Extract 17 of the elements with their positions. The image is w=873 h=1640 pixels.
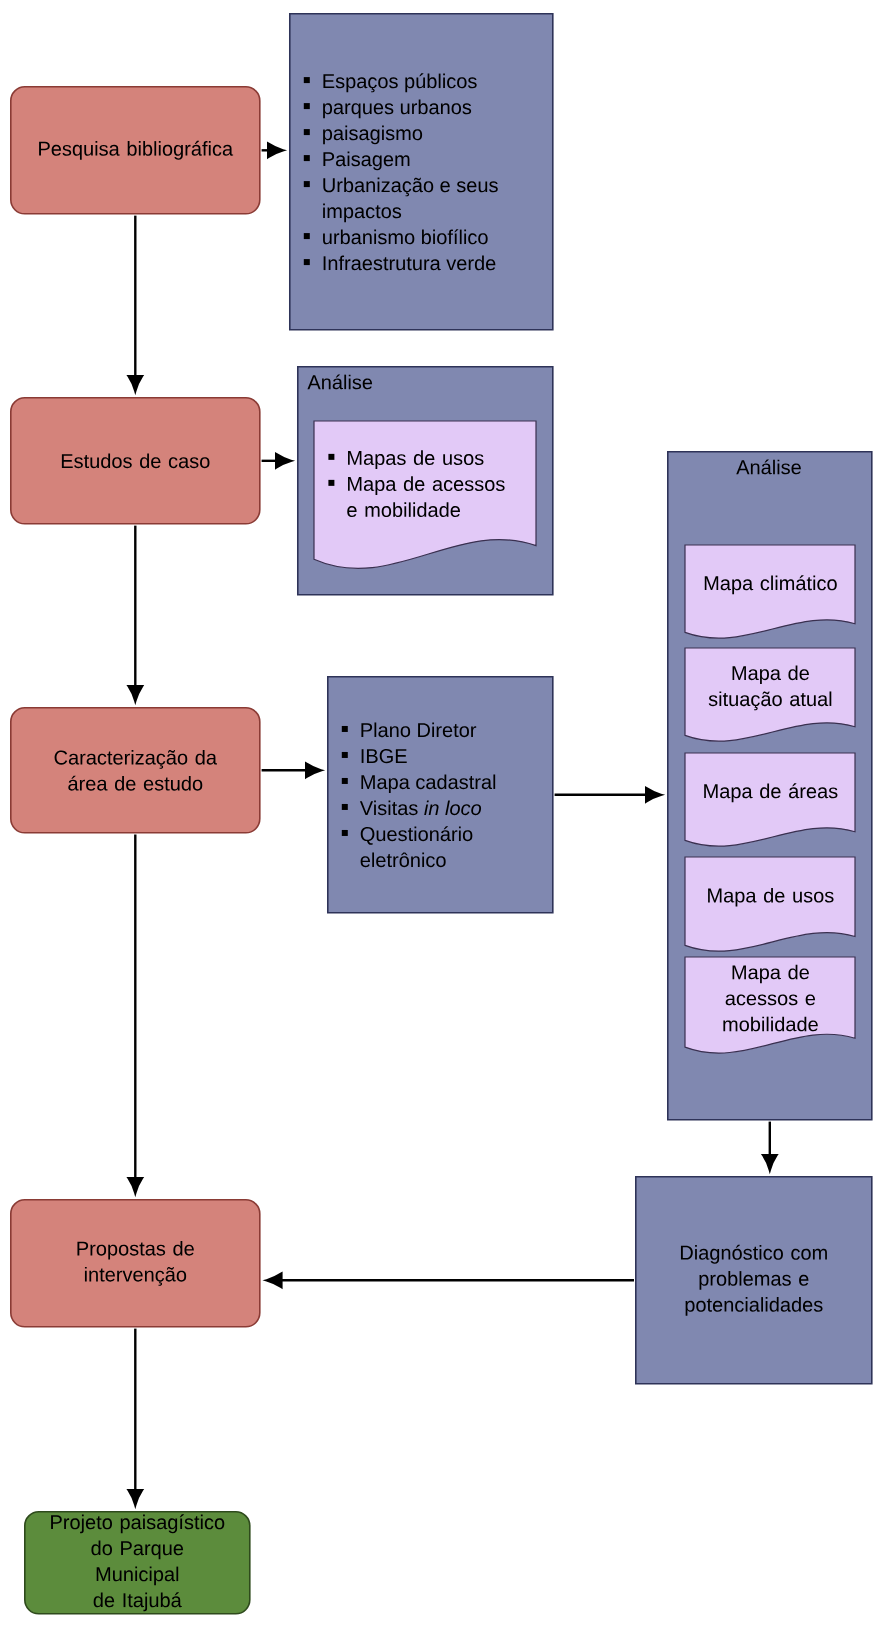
process-box: Pesquisa bibliográfica [10,86,261,215]
arrow [265,1272,634,1289]
process-box: Propostas de intervenção [10,1199,261,1328]
list-box: Espaços públicos parques urbanos paisagismo Paisagem Urbanização e seus impactos urbanismo biofílico Infraestrutura verde [289,13,554,331]
list-box: Plano Diretor IBGE Mapa cadastral Visitas in loco Questionário eletrônico [327,676,554,914]
process-box: Diagnóstico com problemas e potencialidades [635,1176,873,1385]
arrow [127,525,144,703]
arrow [261,452,292,469]
arrow [554,786,663,803]
arrow [261,762,323,779]
arrow [127,215,144,393]
arrow [761,1121,778,1172]
arrow [127,1328,144,1507]
arrow [127,834,144,1195]
process-box: Caracterização da área de estudo [10,707,261,834]
process-box: Estudos de caso [10,397,261,525]
result-box: Projeto paisagístico do Parque Municipal de Itajubá [24,1511,251,1615]
